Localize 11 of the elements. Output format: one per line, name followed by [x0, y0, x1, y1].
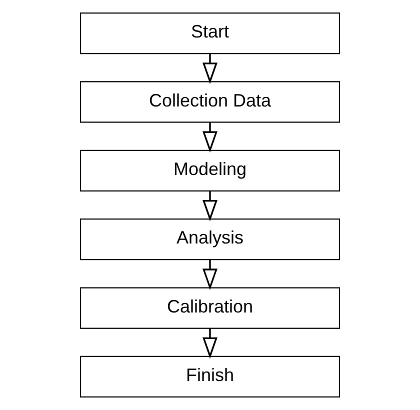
arrow: [202, 54, 218, 84]
node-box: Finish: [80, 356, 340, 398]
arrow: [202, 122, 218, 153]
arrow: [202, 260, 218, 290]
node-box: Modeling: [80, 150, 340, 192]
node-box: Collection Data: [80, 81, 340, 123]
node-box: Calibration: [80, 287, 340, 329]
node-box: Analysis: [80, 218, 340, 260]
node-box: Start: [80, 12, 340, 54]
arrow: [202, 328, 218, 359]
arrow: [202, 191, 218, 222]
